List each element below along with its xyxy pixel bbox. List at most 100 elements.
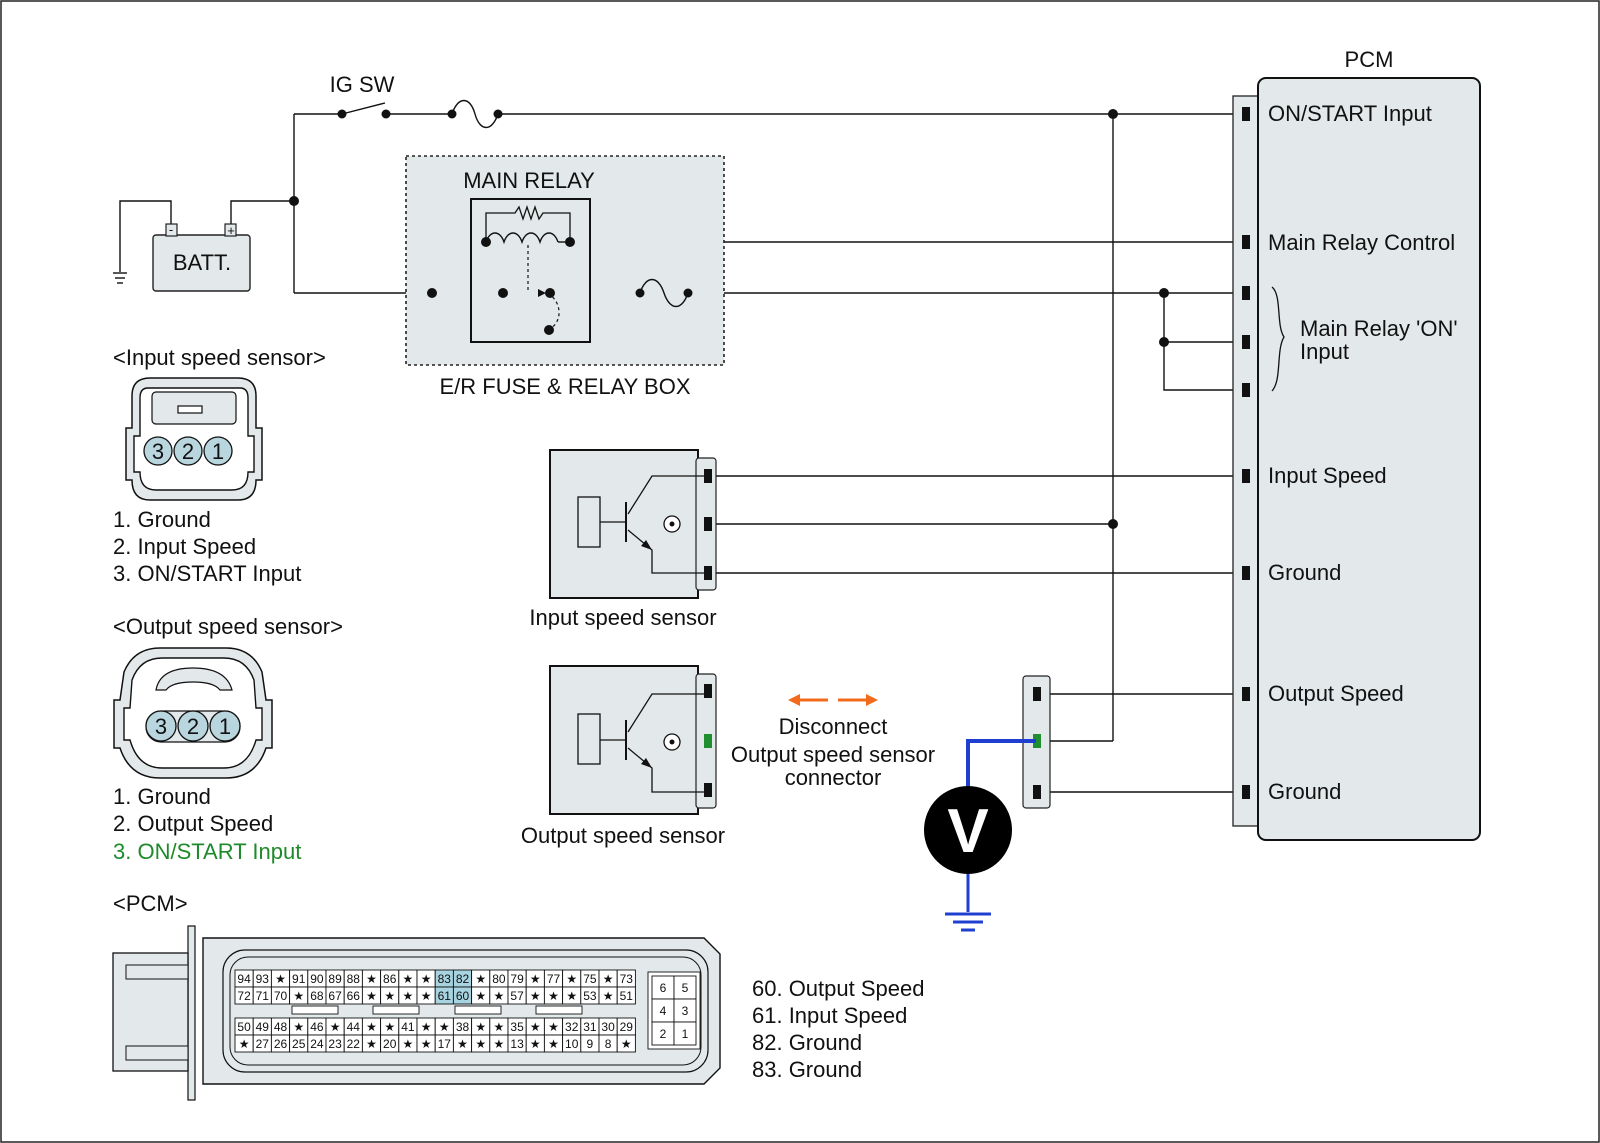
er-fuse-relay-box: MAIN RELAY E/R FUSE & RELAY BOX — [405, 155, 725, 399]
pcm-pin-main-relay-on: Main Relay 'ON' — [1300, 316, 1458, 341]
pcm-pin-number: ★ — [421, 1037, 432, 1051]
pcm-pin-number: 86 — [383, 972, 397, 986]
pcm-pin-number: 89 — [328, 972, 342, 986]
pcm-pin-number: ★ — [293, 989, 304, 1003]
pcm-connector-legend-item: 60. Output Speed — [752, 976, 924, 1001]
pcm-pin-number: 72 — [237, 989, 251, 1003]
pcm-key-tab — [291, 1005, 339, 1015]
pcm-pin-number: 75 — [583, 972, 597, 986]
pcm-pin-number: ★ — [439, 1020, 450, 1034]
output-connector-legend-item-highlighted: 3. ON/START Input — [113, 839, 301, 864]
pcm-pin-number: 73 — [620, 972, 634, 986]
er-box-label: E/R FUSE & RELAY BOX — [439, 374, 690, 399]
pcm-pin-number: ★ — [548, 1020, 559, 1034]
pcm-pin-ground-2: Ground — [1268, 779, 1341, 804]
battery-negative-label: - — [169, 222, 173, 237]
pcm-pin-number: ★ — [530, 989, 541, 1003]
pcm-pin-number: ★ — [530, 1020, 541, 1034]
input-connector-pin: 3 — [152, 439, 164, 464]
pcm-pin-number: 17 — [438, 1037, 452, 1051]
pcm-pin-number: 41 — [401, 1020, 415, 1034]
battery-label: BATT. — [173, 250, 231, 275]
pcm-pin-on-start: ON/START Input — [1268, 101, 1432, 126]
pcm-pin-number: ★ — [566, 972, 577, 986]
pcm-pin-number: ★ — [548, 989, 559, 1003]
pcm-pin-number: 50 — [237, 1020, 251, 1034]
pcm-small-pin-number: 1 — [682, 1027, 689, 1041]
pcm-small-pin-number: 4 — [660, 1004, 667, 1018]
pcm-pin-number: 48 — [274, 1020, 288, 1034]
pcm-pin-number: ★ — [621, 1037, 632, 1051]
pcm-pin-number: ★ — [494, 1037, 505, 1051]
output-connector-pin: 3 — [155, 714, 167, 739]
pcm-pin-number: 13 — [510, 1037, 524, 1051]
pcm-pin-number: ★ — [475, 1020, 486, 1034]
pcm-pin-number: 30 — [601, 1020, 615, 1034]
pcm-connector-legend-item: 83. Ground — [752, 1057, 862, 1082]
pcm-pin-input-speed: Input Speed — [1268, 463, 1387, 488]
pcm-pin-number: 25 — [292, 1037, 306, 1051]
output-sensor-label: Output speed sensor — [521, 823, 725, 848]
pcm-pin-number: 66 — [347, 989, 361, 1003]
output-connector-legend-item: 2. Output Speed — [113, 811, 273, 836]
instruction-line-2: Output speed sensor — [731, 742, 935, 767]
pcm-pin-number: 32 — [565, 1020, 579, 1034]
input-connector-title: <Input speed sensor> — [113, 345, 326, 370]
input-connector-legend-item: 3. ON/START Input — [113, 561, 301, 586]
pcm-pin-number: 91 — [292, 972, 306, 986]
pcm-pin-main-relay-control: Main Relay Control — [1268, 230, 1455, 255]
input-connector-legend-item: 1. Ground — [113, 507, 211, 532]
pcm-pin-number: 10 — [565, 1037, 579, 1051]
pcm-pin-number: 94 — [237, 972, 251, 986]
instruction-line-3: connector — [785, 765, 882, 790]
pcm-pin-number: 82 — [456, 972, 470, 986]
pcm-pin-number: ★ — [530, 1037, 541, 1051]
pcm-pin-number: 27 — [256, 1037, 270, 1051]
pcm-pin-number: 88 — [347, 972, 361, 986]
pcm-pin-number: 23 — [328, 1037, 342, 1051]
pcm-pin-number: ★ — [403, 972, 414, 986]
pcm-pin-main-relay-on-input: Input — [1300, 339, 1349, 364]
voltmeter-label: V — [947, 797, 988, 866]
output-connector-pin: 2 — [187, 714, 199, 739]
pcm-small-pin-number: 3 — [682, 1004, 689, 1018]
pcm-small-pin-number: 6 — [660, 981, 667, 995]
pcm-connector-title: <PCM> — [113, 891, 188, 916]
voltmeter-ground-icon — [945, 912, 991, 932]
pcm-pin-number: ★ — [475, 972, 486, 986]
pcm-pin-number: ★ — [494, 1020, 505, 1034]
pcm-pin-number: 20 — [383, 1037, 397, 1051]
pcm-pin-number: ★ — [421, 989, 432, 1003]
battery: - + BATT. — [152, 222, 251, 292]
pcm-pin-cell — [616, 986, 636, 1005]
pcm-pin-number: 22 — [347, 1037, 361, 1051]
output-connector-pin: 1 — [219, 714, 231, 739]
input-connector-view: <Input speed sensor> 3 2 1 1. Ground 2. … — [113, 345, 326, 586]
pcm-pin-number: ★ — [403, 989, 414, 1003]
harness-connector — [1022, 675, 1051, 809]
pcm-pin-number: 46 — [310, 1020, 324, 1034]
pcm-pin-number: 44 — [347, 1020, 361, 1034]
pcm-pin-number: 35 — [510, 1020, 524, 1034]
pcm-pin-number: 49 — [256, 1020, 270, 1034]
pcm-pin-number: 9 — [587, 1037, 594, 1051]
pcm-pin-number: 51 — [620, 989, 634, 1003]
pcm-pin-number: 38 — [456, 1020, 470, 1034]
output-speed-sensor: Output speed sensor — [521, 665, 725, 848]
pcm-pin-number: 79 — [510, 972, 524, 986]
pcm-pin-number: ★ — [384, 989, 395, 1003]
pcm-pin-number: ★ — [566, 989, 577, 1003]
pcm-pin-number: 24 — [310, 1037, 324, 1051]
junction-dots — [289, 109, 1169, 529]
pcm-title: PCM — [1345, 47, 1394, 72]
pcm-pin-number: ★ — [475, 1037, 486, 1051]
input-connector-pin: 2 — [182, 439, 194, 464]
ig-sw-label: IG SW — [330, 72, 395, 97]
pcm-pin-number: ★ — [293, 1020, 304, 1034]
pcm-pin-number: ★ — [366, 1020, 377, 1034]
pcm-pin-number: ★ — [494, 989, 505, 1003]
